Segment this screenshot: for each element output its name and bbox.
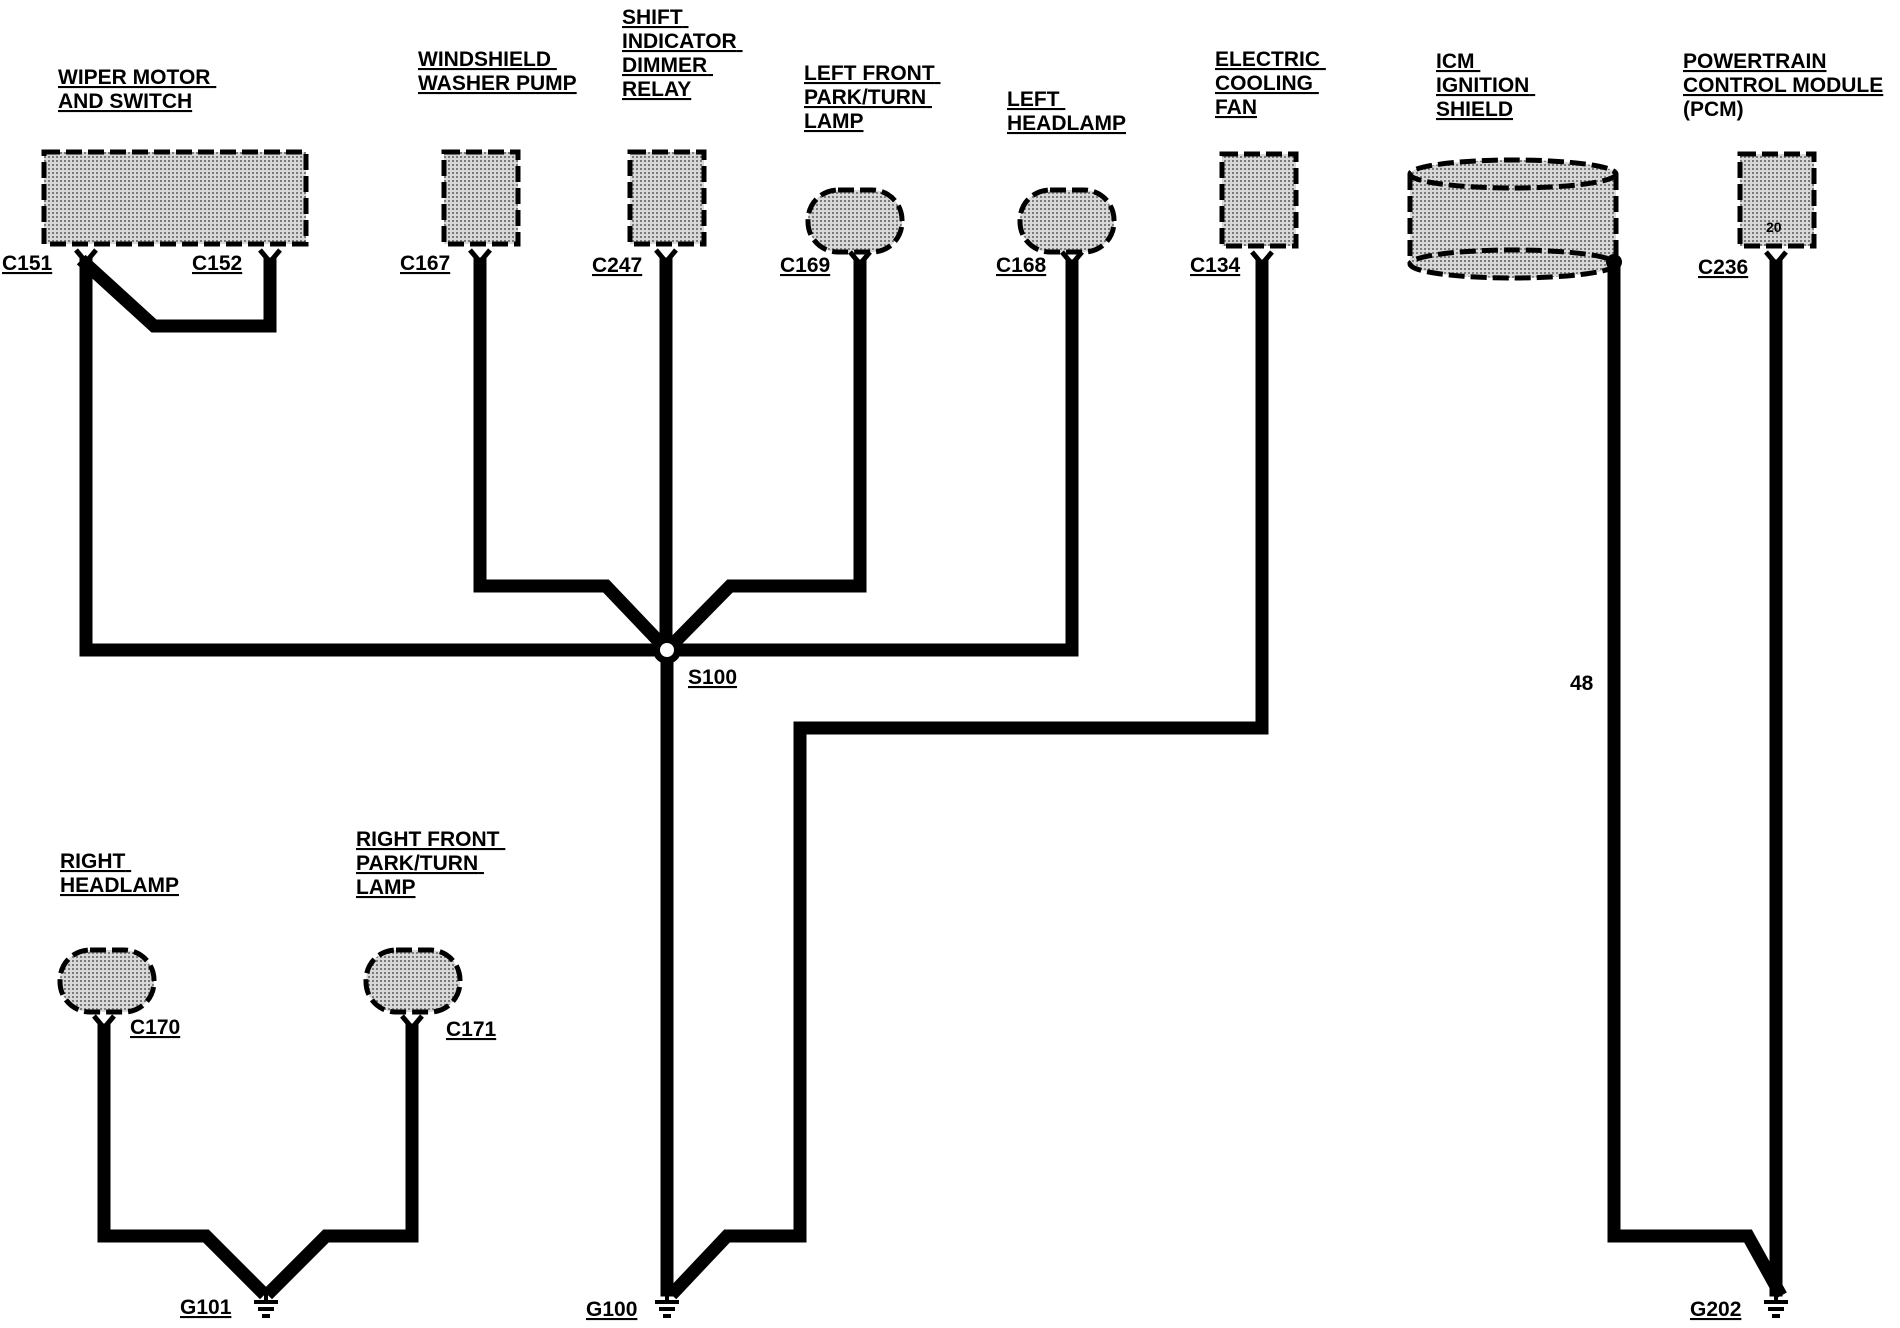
connector-c170: C170 (130, 1016, 180, 1039)
connector-c152: C152 (192, 252, 242, 275)
pcm-pin-number: 20 (1766, 219, 1782, 235)
connector-c236: C236 (1698, 256, 1748, 279)
connector-c169: C169 (780, 254, 830, 277)
icm-shield-label: ICM IGNITION SHIELD (1436, 50, 1535, 121)
shift-relay-box (627, 149, 707, 247)
wire-48-label: 48 (1570, 672, 1594, 695)
lf-park-turn-label: LEFT FRONT PARK/TURN LAMP (804, 62, 941, 133)
left-headlamp-shape (1017, 187, 1117, 255)
right-headlamp-shape (57, 947, 157, 1015)
right-headlamp-label: RIGHT HEADLAMP (60, 850, 179, 897)
pcm-box (1737, 151, 1817, 249)
connector-c247: C247 (592, 254, 642, 277)
ground-g202-label: G202 (1690, 1298, 1741, 1321)
splice-s100-ring (660, 643, 674, 657)
wiper-motor-box (41, 149, 309, 247)
connector-c171: C171 (446, 1018, 497, 1041)
connector-c168: C168 (996, 254, 1047, 277)
lf-park-turn-lamp (805, 187, 905, 255)
connector-pins (74, 248, 1788, 1032)
ground-g101-label: G101 (180, 1296, 232, 1319)
pcm-label: POWERTRAIN CONTROL MODULE (PCM) (1683, 50, 1889, 121)
cooling-fan-label: ELECTRIC COOLING FAN (1215, 48, 1326, 119)
wiper-motor-label: WIPER MOTOR AND SWITCH (58, 66, 216, 113)
rf-park-turn-label: RIGHT FRONT PARK/TURN LAMP (356, 828, 505, 899)
wires (76, 254, 1787, 1300)
connector-c167: C167 (400, 252, 450, 275)
washer-pump-label: WINDSHIELD WASHER PUMP (418, 48, 577, 95)
ground-g100-label: G100 (586, 1298, 637, 1321)
ground-g202-icon (1762, 1290, 1790, 1318)
icm-shield-shape (1407, 157, 1619, 281)
rf-park-turn-lamp (363, 947, 463, 1015)
shift-relay-label: SHIFT INDICATOR DIMMER RELAY (622, 6, 743, 101)
cooling-fan-box (1219, 151, 1299, 249)
washer-pump-box (441, 149, 521, 247)
connector-c134: C134 (1190, 254, 1241, 277)
connector-c151: C151 (2, 252, 53, 275)
left-headlamp-label: LEFT HEADLAMP (1007, 88, 1126, 135)
splice-s100-label: S100 (688, 666, 737, 689)
